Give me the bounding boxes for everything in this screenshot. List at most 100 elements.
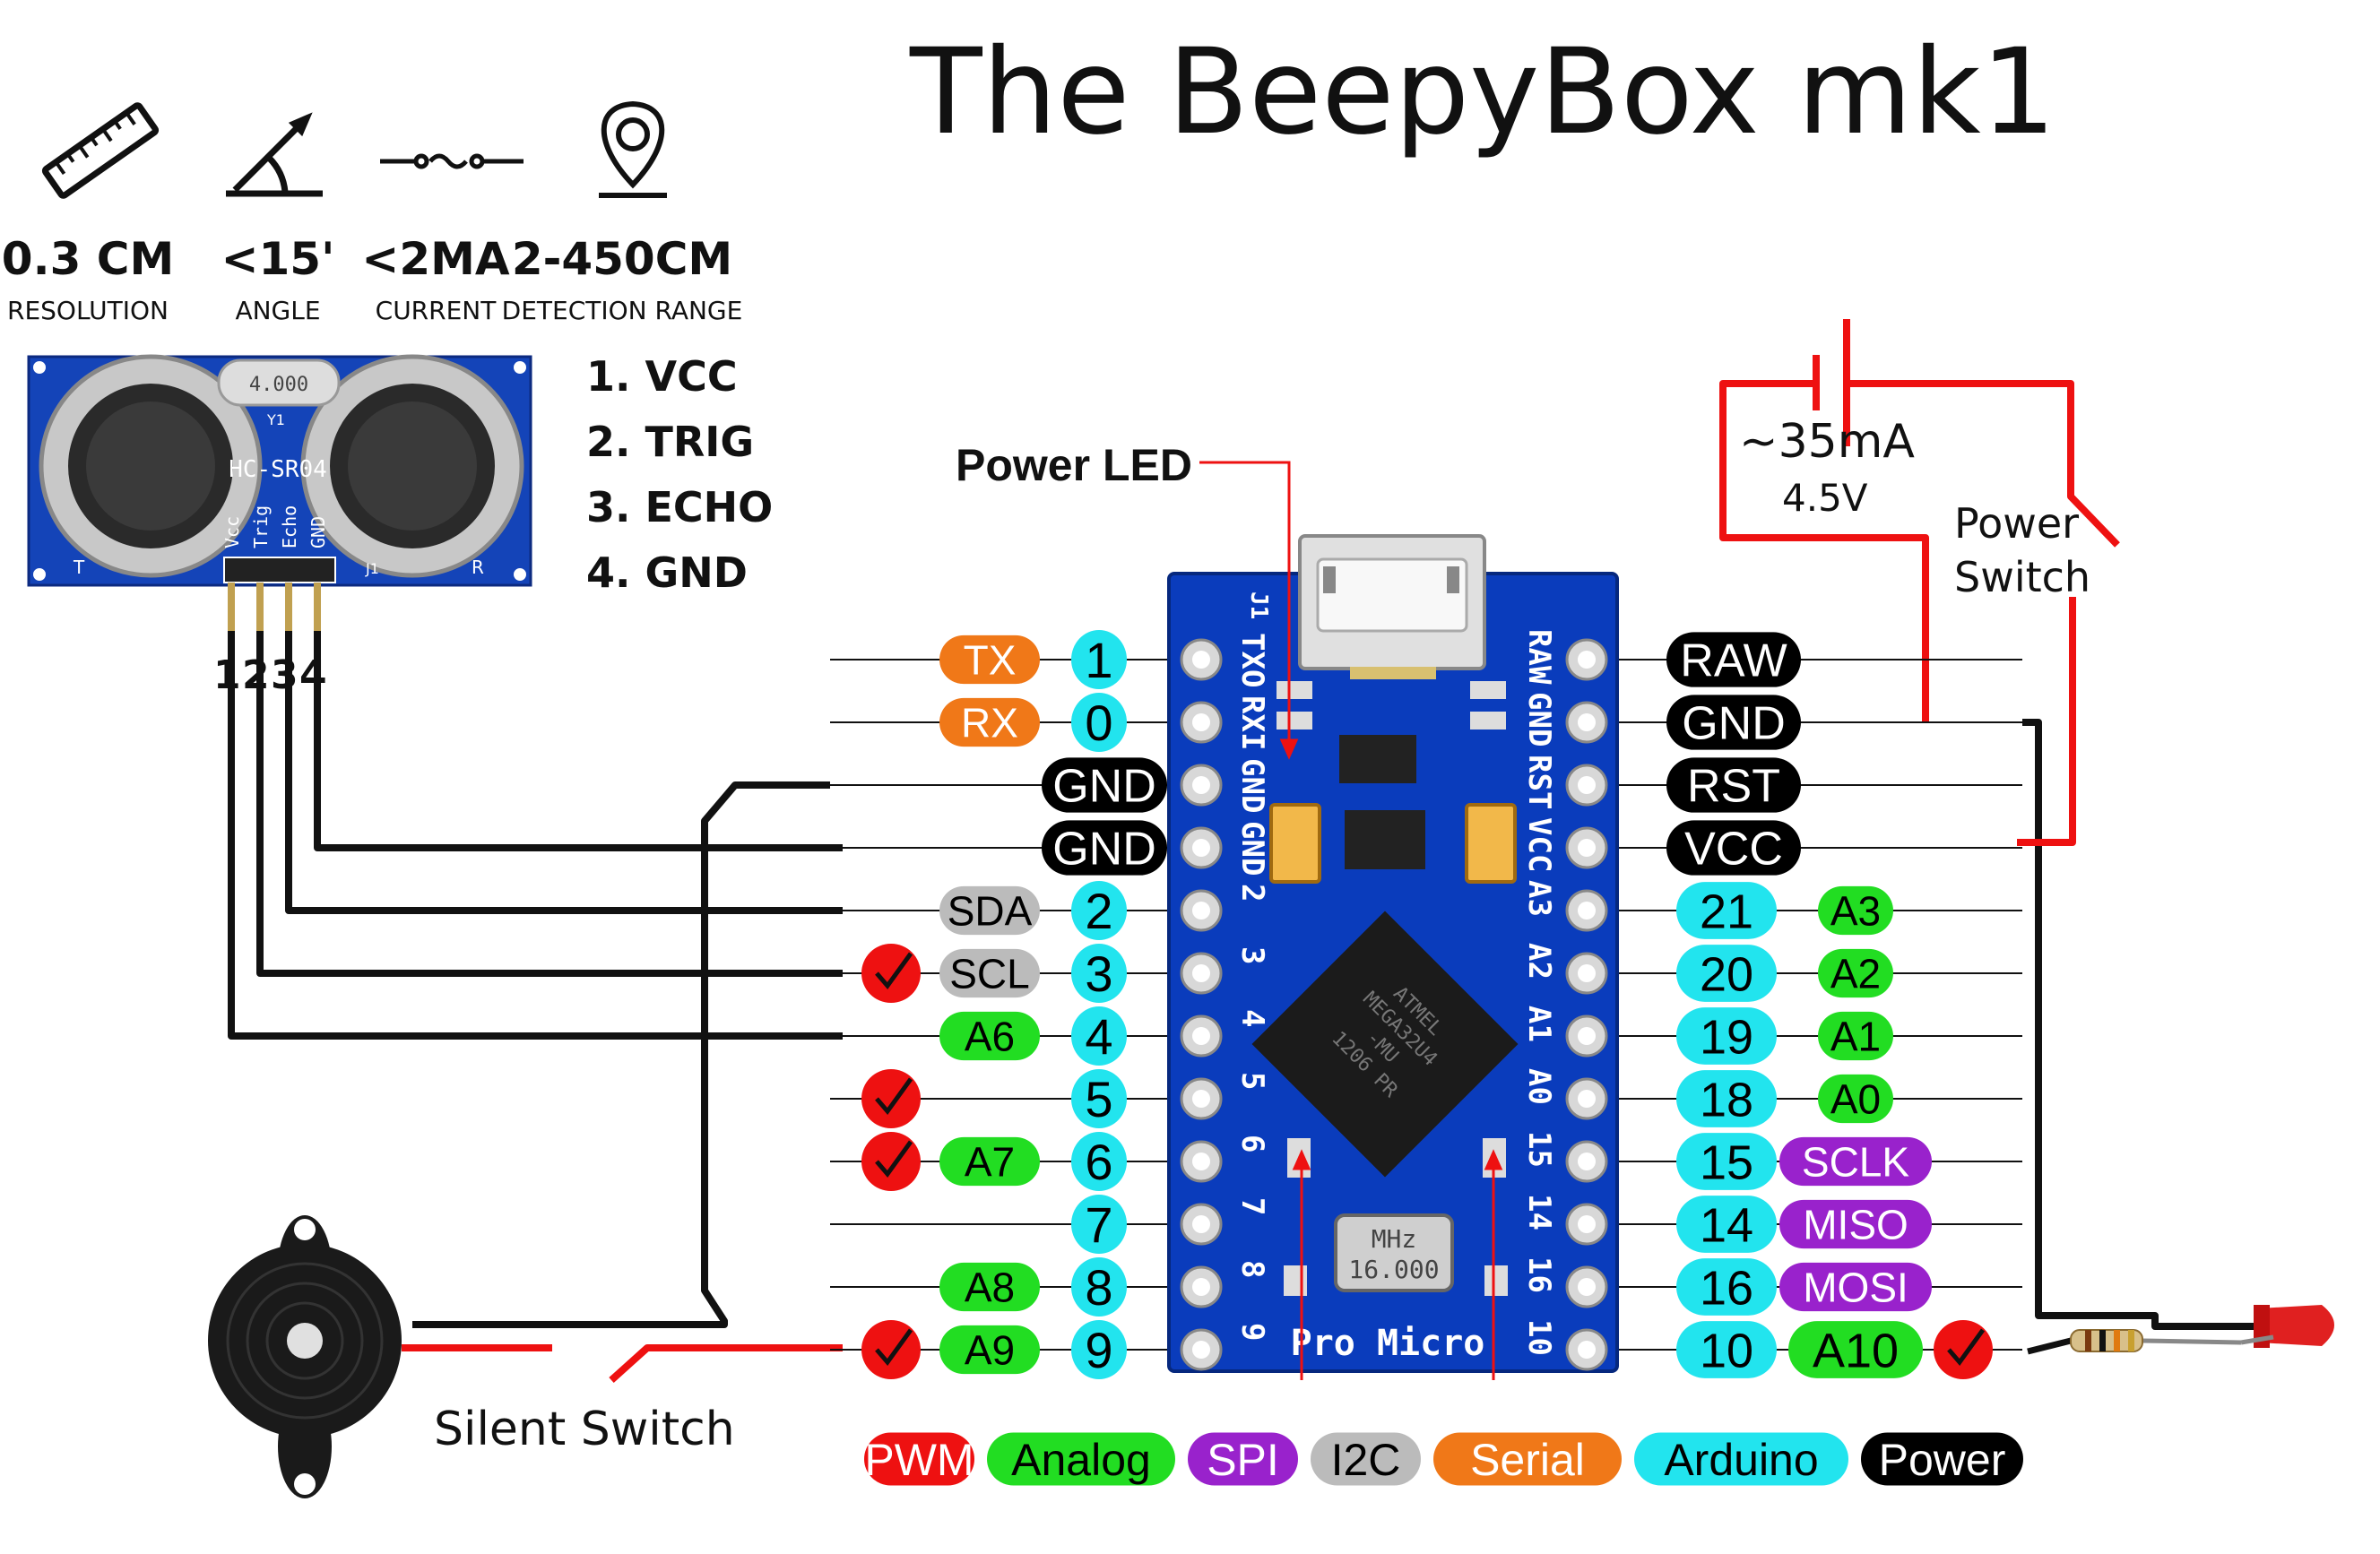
sensor-silk-label: Echo: [279, 505, 300, 548]
wire-buzzer-switch-b: [609, 1344, 843, 1383]
angle-icon: [226, 112, 323, 197]
sensor-r-label: R: [472, 557, 484, 578]
board-silk-right: 15: [1521, 1131, 1557, 1168]
spec-value: 0.3 CM: [2, 233, 174, 285]
right-pin-number-bg: [1666, 695, 1801, 750]
diagram-title: The BeepyBox mk1: [909, 23, 2056, 161]
resistor: [2027, 1329, 2274, 1355]
left-pin-number: GND: [1052, 824, 1156, 876]
board-silk-left: 8: [1234, 1260, 1270, 1278]
left-pin-number-bg: [1042, 757, 1167, 813]
wire-gnd-to-buzzer: [412, 781, 830, 1328]
right-pin-number-bg: [1676, 882, 1777, 939]
silent-switch-label: Silent Switch: [434, 1403, 735, 1456]
sensor-leg: [228, 583, 235, 633]
sensor-leg: [285, 583, 292, 633]
left-pin-number: 8: [1085, 1259, 1112, 1316]
left-pin-number-bg: [1071, 1006, 1127, 1066]
wire-battery-raw: [1719, 380, 1929, 722]
legend-item-bg: [1634, 1432, 1848, 1486]
legend-item-bg: [1188, 1432, 1298, 1486]
board-silk-right: A1: [1521, 1006, 1557, 1042]
wire-battery-pos: [1845, 380, 2120, 548]
left-pin-number: 0: [1085, 695, 1112, 751]
sensor-pin-number: 1: [213, 652, 241, 698]
pin-hole-center: [1578, 902, 1596, 919]
right-pin-function: A0: [1830, 1076, 1881, 1123]
wires-black: [228, 631, 2268, 1330]
pin-hole-center: [1192, 964, 1210, 982]
left-pin-function-bg: [939, 697, 1040, 747]
board-pin-holes: [1180, 638, 1608, 1371]
pin-hole-center: [1192, 1278, 1210, 1296]
sensor-silk-label: Vcc: [221, 516, 243, 548]
pin-hole-center: [1192, 713, 1210, 731]
board-header-ref: J1: [1245, 591, 1272, 619]
right-pin-number: 15: [1700, 1135, 1753, 1189]
wires-red: [402, 319, 2120, 1383]
checkmark-icon: [875, 952, 913, 990]
board-silk-right: A0: [1521, 1068, 1557, 1105]
right-pin-function: A3: [1830, 888, 1881, 935]
left-pin-function: TX: [964, 637, 1017, 684]
right-pin-number: 19: [1700, 1010, 1753, 1064]
wire-vcc-sensor: [314, 631, 843, 851]
right-pin-function-bg: [1779, 1199, 1932, 1249]
left-pin-function: A6: [965, 1014, 1015, 1060]
crystal-ref: Y1: [266, 411, 285, 428]
right-pin-function: A1: [1830, 1014, 1881, 1060]
sensor-pin-number: 4: [299, 652, 327, 698]
left-pin-function: A9: [965, 1327, 1015, 1374]
right-pin-number-bg: [1676, 1133, 1777, 1190]
pin-hole-center: [1192, 651, 1210, 669]
left-pin-function-bg: [939, 1325, 1040, 1375]
pro-micro-board: J1 TXORXIGNDGND23456789RAWGNDRSTVCCA3A2A…: [1167, 534, 1619, 1373]
legend-item-bg: [987, 1432, 1175, 1486]
current-label: ~35mA: [1739, 415, 1915, 469]
led-markers: [1199, 461, 1503, 1380]
checkmark-icon: [875, 1140, 913, 1178]
left-pin-number-bg: [1071, 1256, 1127, 1317]
spec-label: RESOLUTION: [7, 296, 169, 325]
right-pin-number-bg: [1666, 820, 1801, 876]
sensor-model: HC-SR04: [229, 456, 327, 483]
right-pin-number: GND: [1682, 698, 1786, 750]
board-silk-right: RST: [1521, 755, 1557, 809]
left-pin-number-bg: [1071, 1194, 1127, 1255]
spec-value: 2-450CM: [512, 233, 732, 285]
legend-item: Arduino: [1664, 1435, 1818, 1485]
pin-hole-center: [1578, 1215, 1596, 1233]
checkmark-icon: [1947, 1328, 1986, 1367]
right-pin-function: MOSI: [1803, 1265, 1908, 1311]
sensor-pin-label: 3. ECHO: [586, 483, 773, 531]
pin-hole-center: [1192, 1215, 1210, 1233]
sensor-pin-number: 3: [271, 652, 299, 698]
right-pin-function-bg: [1818, 1074, 1893, 1124]
board-silk-left: GND: [1234, 758, 1270, 813]
power-led-label: Power LED: [956, 440, 1192, 490]
pwm-badge: [861, 1320, 921, 1379]
board-silk-right: RAW: [1521, 629, 1557, 685]
sensor-pin-label: 1. VCC: [586, 352, 738, 401]
right-pin-number: VCC: [1684, 824, 1783, 876]
right-pin-number: 18: [1700, 1073, 1753, 1127]
left-pin-function: A7: [965, 1139, 1015, 1186]
right-pin-function-bg: [1818, 885, 1893, 936]
left-pin-function-bg: [939, 1262, 1040, 1312]
board-silk-right: 16: [1521, 1256, 1557, 1293]
left-pin-number: GND: [1052, 761, 1156, 813]
pin-hole-center: [1578, 776, 1596, 794]
power-switch-label-2: Switch: [1954, 553, 2090, 601]
header-ref: J1: [365, 560, 379, 577]
board-silk-left: 5: [1234, 1072, 1270, 1090]
legend-item: SPI: [1207, 1435, 1279, 1485]
legend-item-bg: [1311, 1432, 1421, 1486]
pin-hole-center: [1192, 1341, 1210, 1359]
pin-hole-center: [1192, 1090, 1210, 1108]
right-pin-number-bg: [1676, 1007, 1777, 1065]
left-pin-function: RX: [961, 700, 1018, 747]
